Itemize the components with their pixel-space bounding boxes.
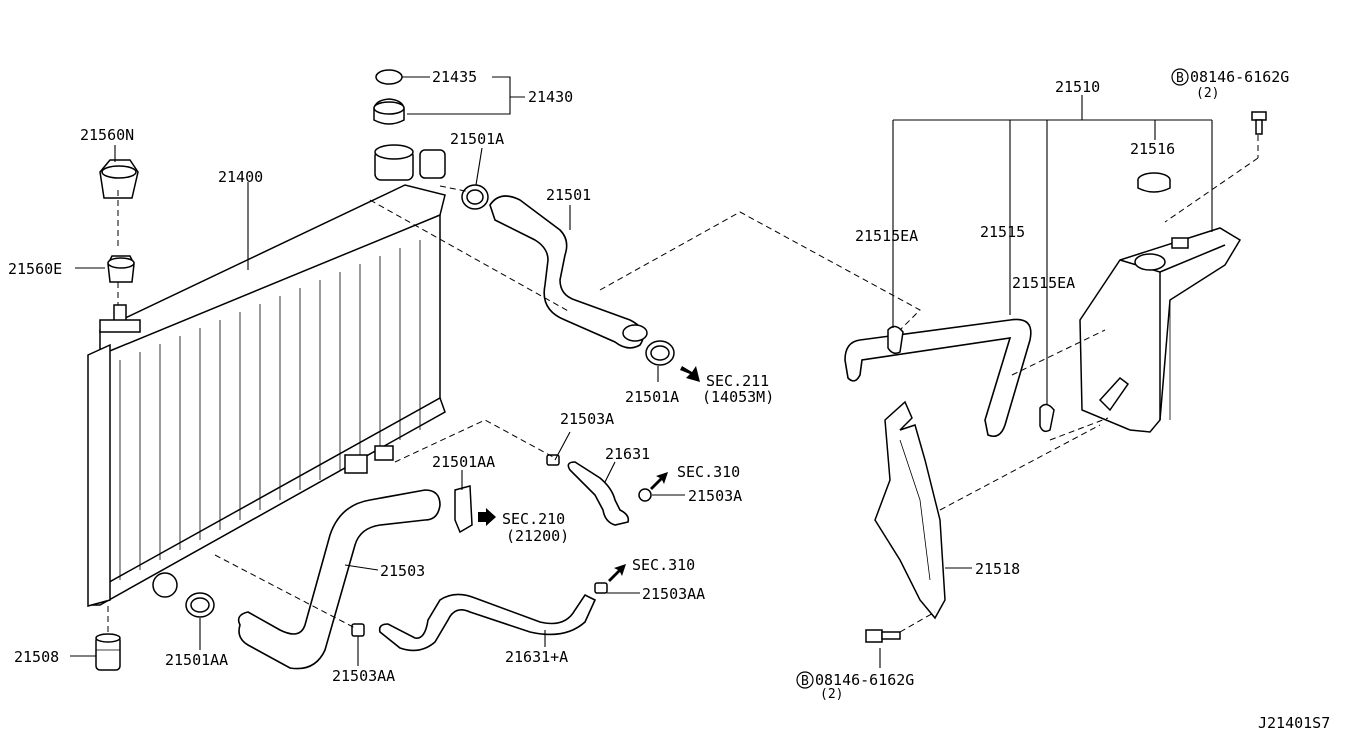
bypass-hose-21631[interactable] [567, 461, 630, 526]
label-21515[interactable]: 21515 [980, 223, 1025, 241]
label-sec210[interactable]: SEC.210 [502, 510, 565, 528]
label-21503aa-right[interactable]: 21503AA [642, 585, 705, 603]
bracket-21518[interactable] [874, 400, 946, 620]
label-21503a-top[interactable]: 21503A [560, 410, 614, 428]
lower-hose-21503[interactable] [237, 489, 441, 670]
lower-mount-21508[interactable] [95, 633, 121, 671]
label-21560e[interactable]: 21560E [8, 260, 62, 278]
label-21510[interactable]: 21510 [1055, 78, 1100, 96]
leader-lines [70, 76, 1213, 668]
label-21501aa-bottom[interactable]: 21501AA [165, 651, 228, 669]
label-bolt-bottom-qty: (2) [820, 687, 843, 702]
label-21430[interactable]: 21430 [528, 88, 573, 106]
clamp-21503a-right[interactable] [638, 488, 652, 502]
label-21503[interactable]: 21503 [380, 562, 425, 580]
label-bolt-top[interactable]: 08146-6162G [1190, 68, 1289, 86]
label-sec310-bottom[interactable]: SEC.310 [632, 556, 695, 574]
label-bolt-bottom[interactable]: 08146-6162G [815, 671, 914, 689]
upper-hose-21501[interactable] [489, 195, 648, 349]
hose-clamp-21501aa-bottom[interactable] [185, 592, 215, 618]
label-21516[interactable]: 21516 [1130, 140, 1175, 158]
reservoir-tank[interactable] [1079, 227, 1242, 433]
part-labels: 21435 21430 21560N 21400 21501A 21501 21… [8, 68, 1175, 685]
reservoir-cap-21516[interactable] [1137, 172, 1171, 193]
arrow-sec211 [680, 366, 700, 382]
label-sec211-ref: (14053M) [702, 388, 774, 406]
clip-21515ea-right[interactable] [1039, 403, 1055, 433]
label-sec210-ref: (21200) [506, 527, 569, 545]
mount-bushing-21560e[interactable] [107, 255, 135, 283]
section-references: SEC.211 (14053M) SEC.310 SEC.210 (21200)… [502, 372, 774, 574]
label-21503a-right[interactable]: 21503A [688, 487, 742, 505]
diagram-id: J21401S7 [1258, 714, 1330, 732]
clamp-21503aa-bottom[interactable] [351, 623, 365, 637]
bolt-symbol-bottom: B [801, 674, 809, 689]
hose-clamp-21501a-bottom[interactable] [645, 340, 675, 366]
label-21501a-bottom[interactable]: 21501A [625, 388, 679, 406]
label-21631a[interactable]: 21631+A [505, 648, 568, 666]
bolt-callouts: B 08146-6162G (2) B 08146-6162G (2) [796, 68, 1289, 702]
clip-21515ea-left[interactable] [887, 325, 904, 355]
upper-mount-insulator[interactable] [99, 159, 139, 199]
hose-clamp-21501a-top[interactable] [461, 184, 489, 210]
label-21515ea-left[interactable]: 21515EA [855, 227, 918, 245]
arrow-sec310-bottom [608, 564, 626, 582]
label-21501[interactable]: 21501 [546, 186, 591, 204]
arrow-sec310-top [650, 472, 668, 490]
label-21631[interactable]: 21631 [605, 445, 650, 463]
mount-bolt-top[interactable] [1251, 111, 1267, 135]
label-21501a-top[interactable]: 21501A [450, 130, 504, 148]
label-sec310-top[interactable]: SEC.310 [677, 463, 740, 481]
label-21400[interactable]: 21400 [218, 168, 263, 186]
label-21518[interactable]: 21518 [975, 560, 1020, 578]
label-sec211[interactable]: SEC.211 [706, 372, 769, 390]
overflow-hose-21515[interactable] [844, 318, 1032, 438]
label-21435[interactable]: 21435 [432, 68, 477, 86]
label-21503aa-bottom[interactable]: 21503AA [332, 667, 395, 685]
radiator-cap[interactable] [373, 69, 405, 125]
mount-bolt-bottom[interactable] [865, 629, 901, 643]
clamp-21503aa-right[interactable] [594, 582, 608, 594]
bypass-hose-21631a[interactable] [378, 593, 597, 652]
label-21515ea-right[interactable]: 21515EA [1012, 274, 1075, 292]
label-21501aa-mid[interactable]: 21501AA [432, 453, 495, 471]
arrow-sec210 [478, 508, 496, 526]
label-21508[interactable]: 21508 [14, 648, 59, 666]
label-bolt-top-qty: (2) [1196, 86, 1219, 101]
dashed-guides [107, 135, 1259, 636]
bolt-symbol-top: B [1176, 71, 1184, 86]
label-21560n[interactable]: 21560N [80, 126, 134, 144]
hose-clamp-21501aa-mid[interactable] [454, 485, 473, 534]
radiator-core[interactable] [87, 144, 446, 607]
